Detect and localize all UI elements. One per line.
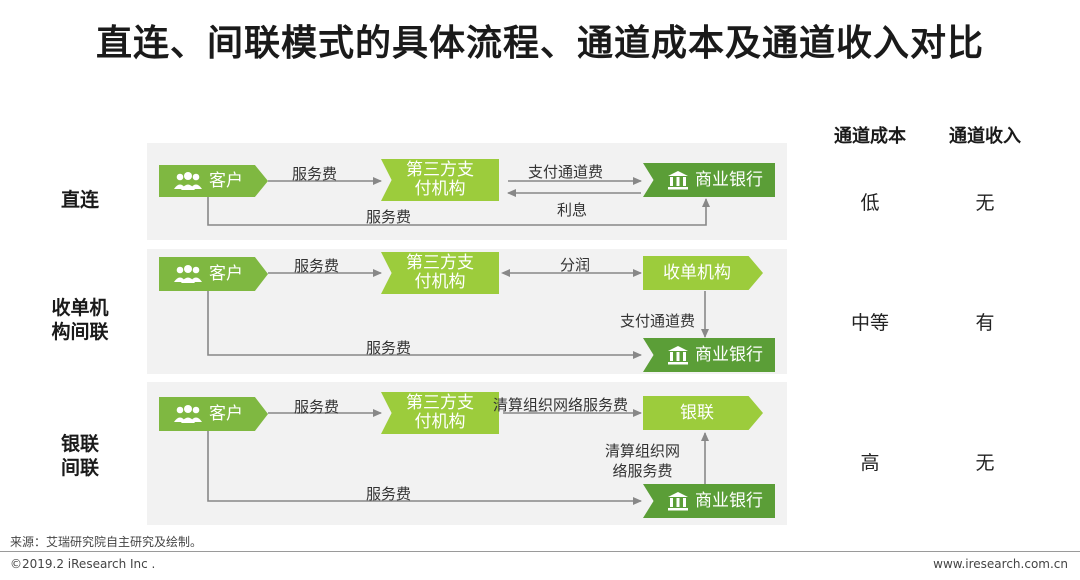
fee-label: 支付通道费 <box>620 312 696 330</box>
fee-label: 清算组织网 络服务费 <box>605 442 681 480</box>
bank-label: 商业银行 <box>695 169 763 190</box>
bank-label: 商业银行 <box>695 490 763 511</box>
fee-label: 服务费 <box>294 398 340 416</box>
unionpay-box: 银联 <box>643 396 763 430</box>
bank-icon <box>667 491 689 511</box>
website-link[interactable]: www.iresearch.com.cn <box>933 557 1068 571</box>
fee-label: 服务费 <box>366 485 412 503</box>
fee-label: 服务费 <box>366 339 412 357</box>
fee-label: 分润 <box>560 256 591 274</box>
fee-label: 利息 <box>557 201 588 219</box>
arrow-r2-client-bank <box>207 291 642 359</box>
footer-divider <box>0 551 1080 552</box>
bank-box: 商业银行 <box>643 163 775 197</box>
row-label-direct: 直连 <box>60 189 99 211</box>
client-label: 客户 <box>209 403 243 424</box>
bank-box: 商业银行 <box>643 484 775 518</box>
fee-label: 服务费 <box>292 165 338 183</box>
row-label-acquirer: 收单机 构间联 <box>51 297 109 343</box>
income-cell: 无 <box>975 192 995 214</box>
cost-cell: 中等 <box>850 312 889 334</box>
fee-label: 清算组织网络服务费 <box>493 396 629 414</box>
income-cell: 有 <box>975 312 995 334</box>
column-header-income: 通道收入 <box>949 126 1021 147</box>
source-note: 来源：艾瑞研究院自主研究及绘制。 <box>10 535 203 549</box>
copyright: ©2019.2 iResearch Inc . <box>10 557 156 571</box>
page-title: 直连、间联模式的具体流程、通道成本及通道收入对比 <box>95 23 984 64</box>
users-icon <box>173 404 203 424</box>
acquirer-box: 收单机构 <box>643 256 763 290</box>
third-party-box: 第三方支 付机构 <box>381 252 499 294</box>
bank-label: 商业银行 <box>695 344 763 365</box>
client-label: 客户 <box>209 170 243 191</box>
third-party-box: 第三方支 付机构 <box>381 392 499 434</box>
row-label-unionpay: 银联 间联 <box>60 433 99 479</box>
fee-label: 服务费 <box>366 208 412 226</box>
third-party-box: 第三方支 付机构 <box>381 159 499 201</box>
income-cell: 无 <box>975 452 995 474</box>
client-box: 客户 <box>159 397 268 431</box>
client-label: 客户 <box>209 263 243 284</box>
bank-icon <box>667 170 689 190</box>
client-box: 客户 <box>159 165 268 197</box>
bank-icon <box>667 345 689 365</box>
arrow-r3-client-bank <box>207 431 642 505</box>
fee-label: 服务费 <box>294 257 340 275</box>
column-header-cost: 通道成本 <box>834 126 906 147</box>
client-box: 客户 <box>159 257 268 291</box>
cost-cell: 低 <box>860 192 880 214</box>
cost-cell: 高 <box>860 452 880 474</box>
bank-box: 商业银行 <box>643 338 775 372</box>
arrow-r1-client-bank <box>207 197 710 226</box>
users-icon <box>173 264 203 284</box>
users-icon <box>173 171 203 191</box>
fee-label: 支付通道费 <box>528 163 604 181</box>
